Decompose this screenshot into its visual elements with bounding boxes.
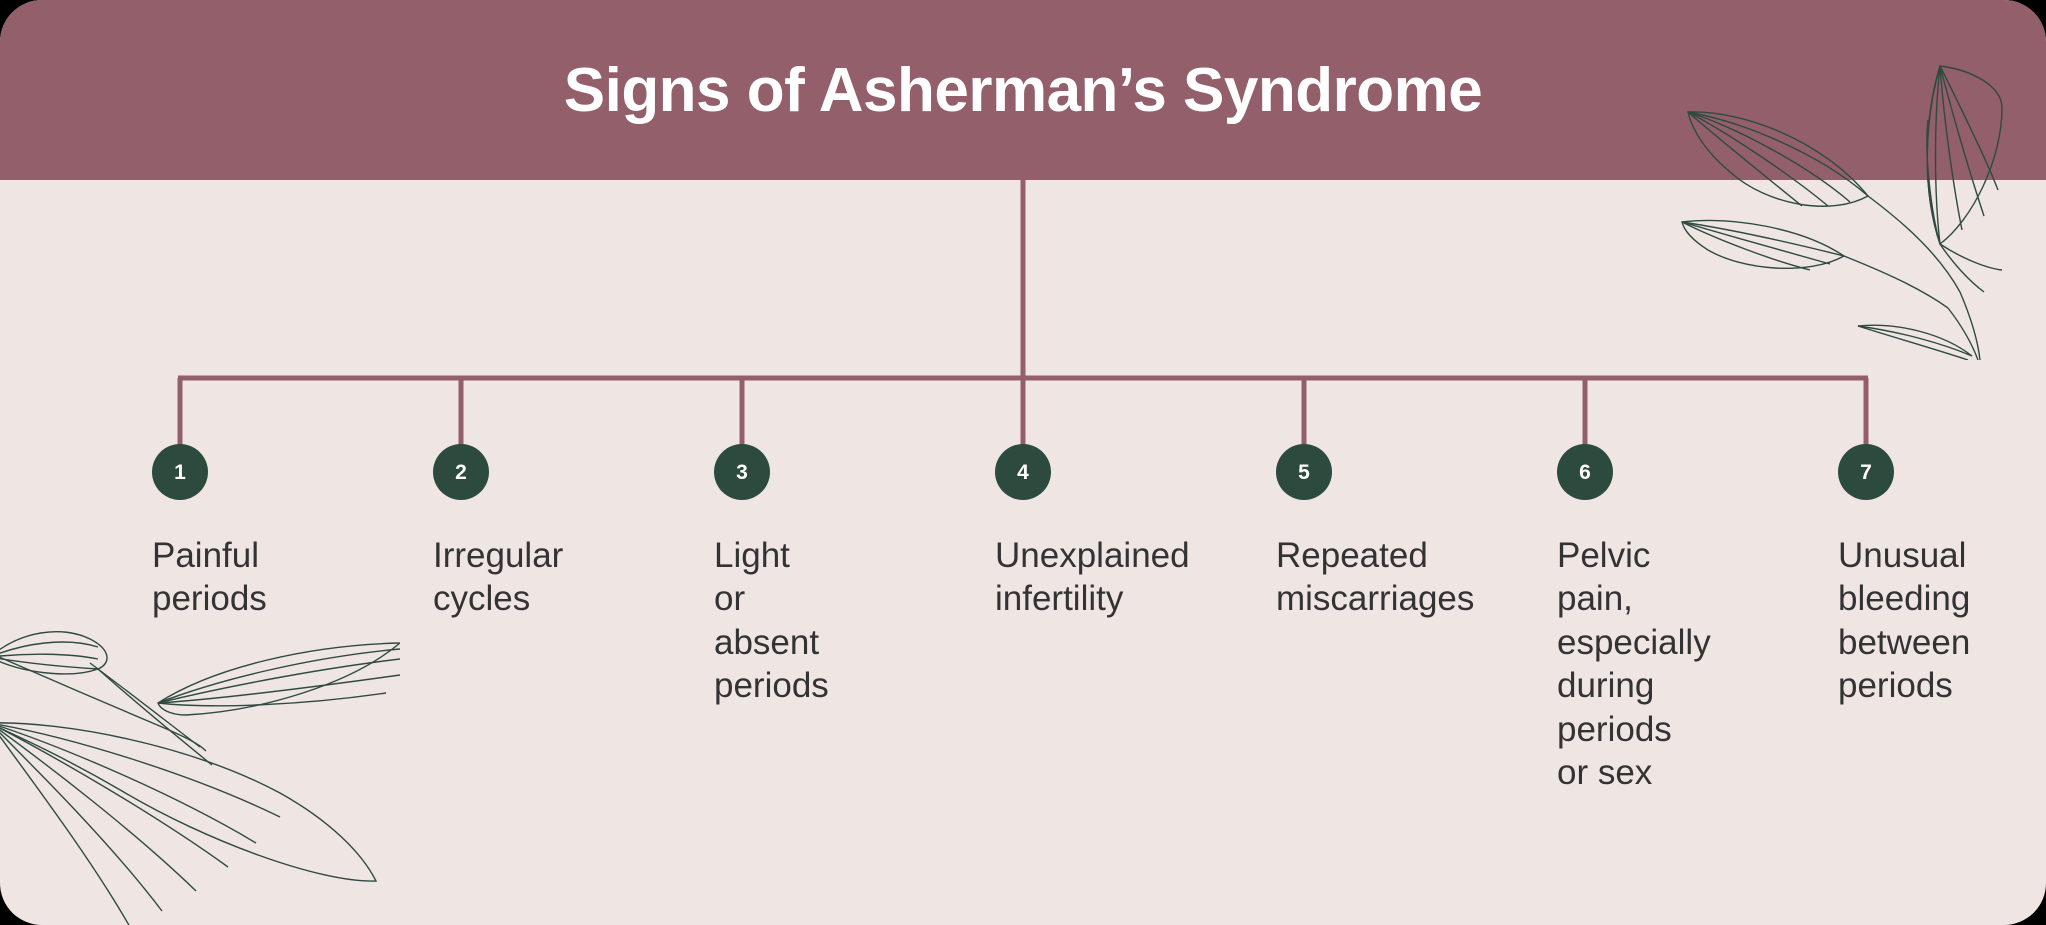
- step-badge-6: 6: [1557, 444, 1613, 500]
- page-title: Signs of Asherman’s Syndrome: [563, 55, 1483, 125]
- step-badge-4: 4: [995, 444, 1051, 500]
- step-badge-1: 1: [152, 444, 208, 500]
- step-badge-7: 7: [1838, 444, 1894, 500]
- step-badge-3: 3: [714, 444, 770, 500]
- step-badge-2: 2: [433, 444, 489, 500]
- step-badge-5: 5: [1276, 444, 1332, 500]
